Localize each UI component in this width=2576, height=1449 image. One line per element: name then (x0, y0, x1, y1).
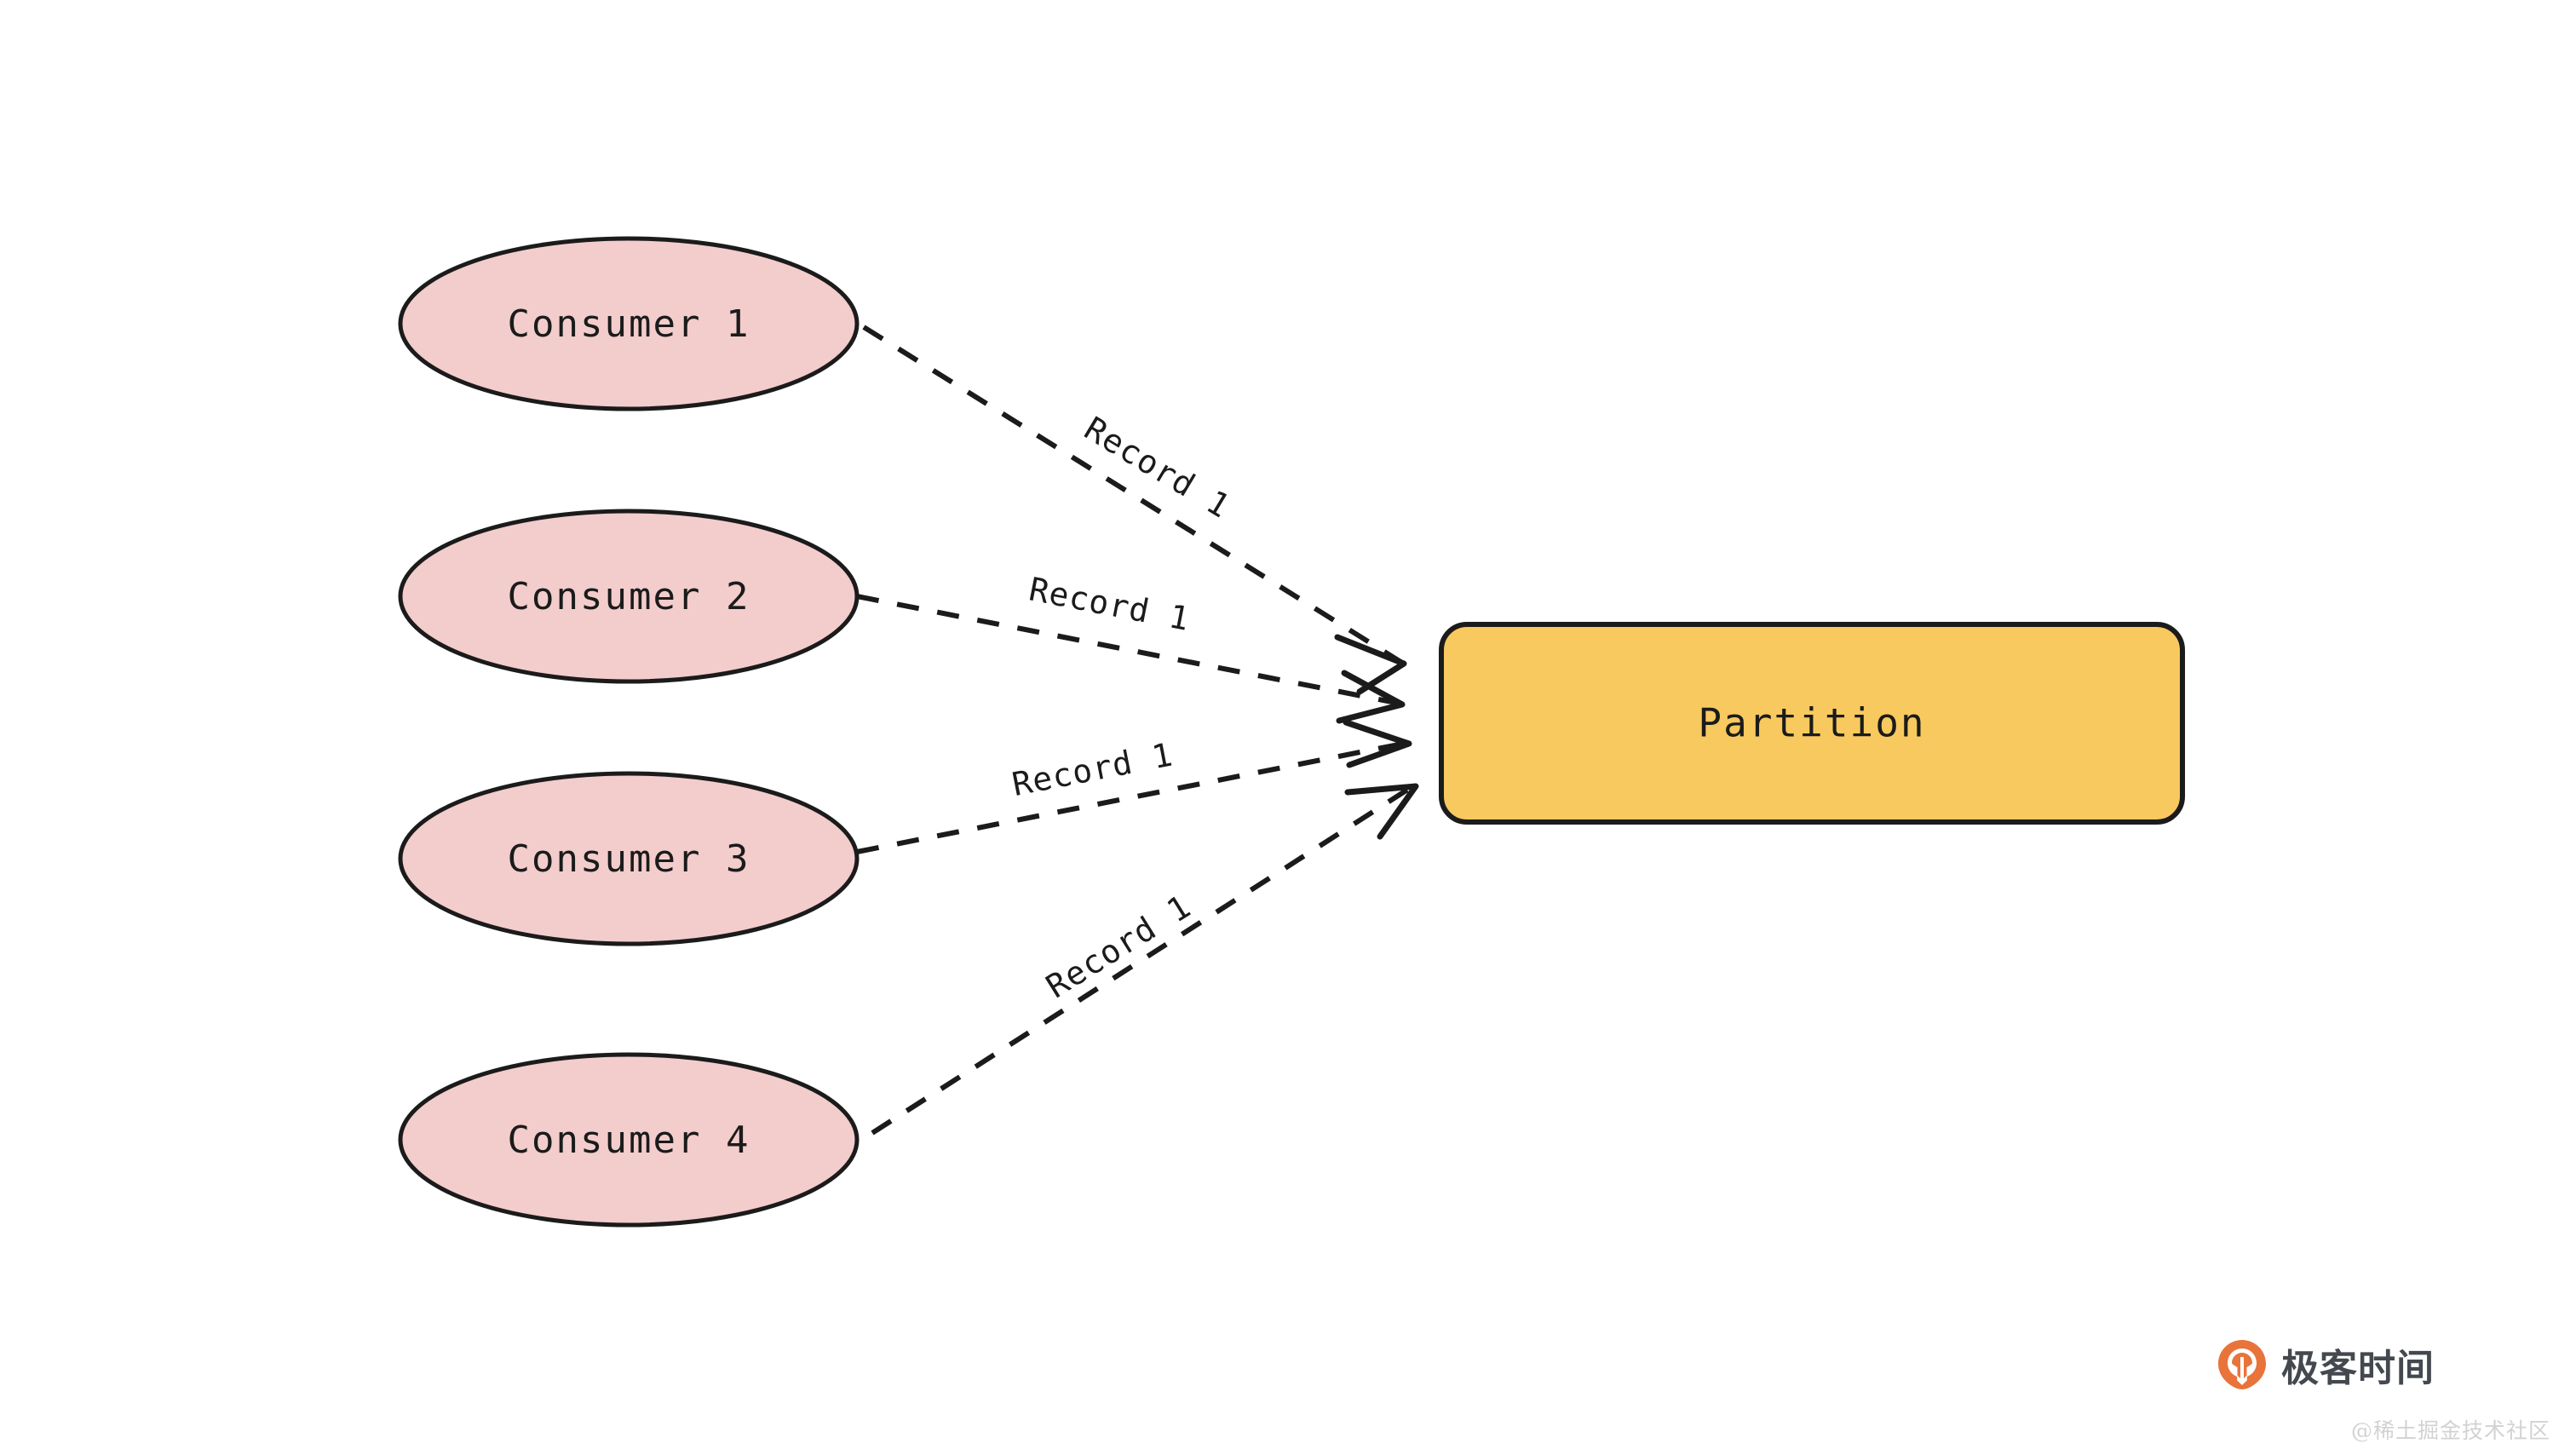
consumer-2-label: Consumer 2 (508, 575, 750, 618)
consumer-3-shape (398, 771, 860, 946)
partition-shape (1439, 622, 2185, 825)
consumer-2-node[interactable]: Consumer 2 (398, 509, 860, 684)
edge-consumer-2-label: Record 1 (1026, 570, 1193, 638)
edge-consumer-2-arrowhead (1336, 670, 1406, 724)
brand-logo: 极客时间 (2215, 1337, 2435, 1392)
partition-label: Partition (1698, 700, 1925, 746)
edge-consumer-1[interactable]: Record 1 (862, 325, 1407, 695)
edge-group: Record 1 Record 1 Record 1 Record 1 (856, 325, 1419, 1136)
edge-consumer-1-arrowhead (1334, 634, 1407, 695)
edge-consumer-3-arrowhead (1343, 719, 1412, 768)
consumer-nodes: Consumer 1 Consumer 2 Consumer 3 Consume… (398, 236, 860, 1228)
consumer-1-node[interactable]: Consumer 1 (398, 236, 860, 411)
brand-logo-text: 极客时间 (2281, 1347, 2435, 1390)
edge-consumer-4[interactable]: Record 1 (871, 783, 1419, 1136)
consumer-2-shape (398, 509, 860, 684)
community-watermark: @稀土掘金技术社区 (2351, 1418, 2551, 1443)
edge-consumer-2-line (856, 594, 1401, 706)
edge-consumer-3[interactable]: Record 1 (856, 719, 1412, 854)
consumer-4-shape (398, 1052, 860, 1228)
consumer-4-node[interactable]: Consumer 4 (398, 1052, 860, 1228)
edge-consumer-2[interactable]: Record 1 (856, 570, 1406, 724)
consumer-4-label: Consumer 4 (508, 1118, 750, 1162)
consumer-1-shape (398, 236, 860, 411)
edge-consumer-4-line (871, 783, 1416, 1136)
edge-consumer-4-arrowhead (1344, 783, 1419, 840)
consumer-1-label: Consumer 1 (508, 302, 750, 346)
edge-consumer-4-label: Record 1 (1039, 888, 1197, 1006)
partition-node[interactable]: Partition (1439, 622, 2185, 825)
consumer-3-node[interactable]: Consumer 3 (398, 771, 860, 946)
geektime-pin-icon (2215, 1337, 2269, 1392)
consumer-3-label: Consumer 3 (508, 837, 750, 881)
edge-consumer-3-line (856, 740, 1408, 854)
